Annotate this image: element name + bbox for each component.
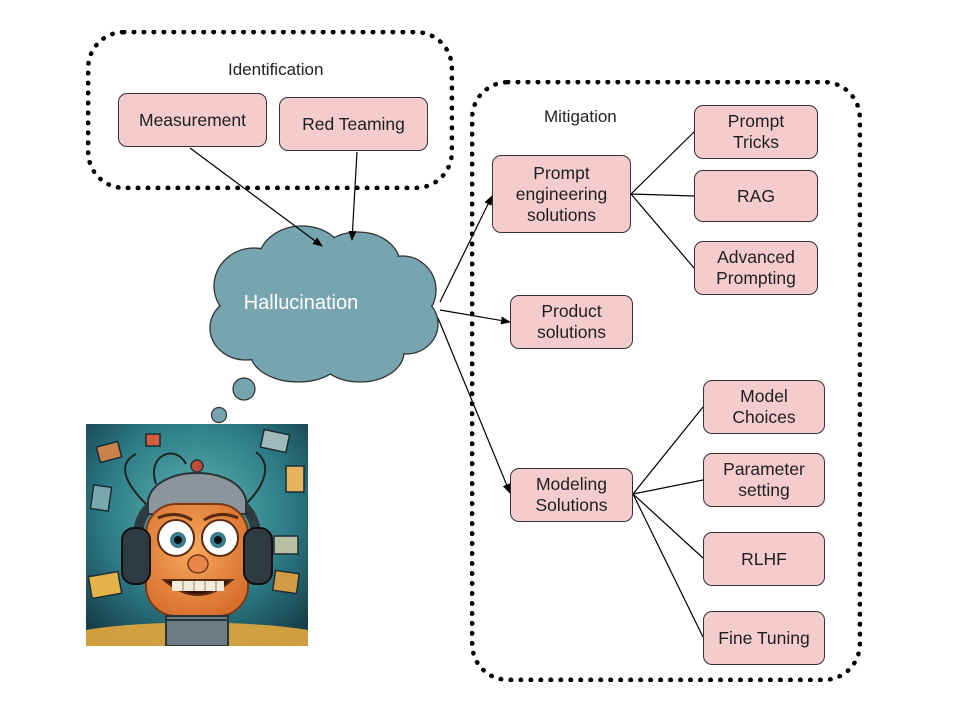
edge-modeling-rlhf — [632, 493, 704, 559]
edge-redteaming-hallucination — [348, 151, 358, 241]
measurement-node[interactable]: Measurement — [118, 93, 267, 147]
model-choices-node[interactable]: Model Choices — [703, 380, 825, 434]
rag-node[interactable]: RAG — [694, 170, 818, 222]
mitigation-label: Mitigation — [544, 107, 617, 126]
modeling-solutions-node[interactable]: Modeling Solutions — [510, 468, 633, 522]
edge-hallucination-prompt — [439, 195, 493, 303]
product-solutions-node[interactable]: Product solutions — [510, 295, 633, 349]
identification-label: Identification — [228, 60, 324, 79]
parameter-setting-node[interactable]: Parameter setting — [703, 453, 825, 507]
hallucination-label: Hallucination — [243, 292, 359, 314]
red-teaming-node[interactable]: Red Teaming — [279, 97, 428, 151]
edge-modeling-finetuning — [632, 493, 704, 638]
prompt-tricks-node[interactable]: Prompt Tricks — [694, 105, 818, 159]
edge-hallucination-product — [439, 309, 511, 325]
robot-avatar-image — [86, 424, 308, 646]
edge-modeling-parameter — [632, 479, 704, 495]
edge-modeling-choices — [632, 406, 704, 495]
mitigation-group — [470, 80, 862, 682]
edge-prompt-advanced — [630, 193, 695, 269]
edge-prompt-rag — [630, 193, 695, 197]
edge-measurement-hallucination — [189, 147, 323, 247]
identification-group — [86, 30, 454, 190]
advanced-prompting-node[interactable]: Advanced Prompting — [694, 241, 818, 295]
prompt-engineering-node[interactable]: Prompt engineering solutions — [492, 155, 631, 233]
rlhf-node[interactable]: RLHF — [703, 532, 825, 586]
fine-tuning-node[interactable]: Fine Tuning — [703, 611, 825, 665]
edge-prompt-tricks — [630, 131, 695, 195]
hallucination-cloud — [209, 225, 439, 424]
